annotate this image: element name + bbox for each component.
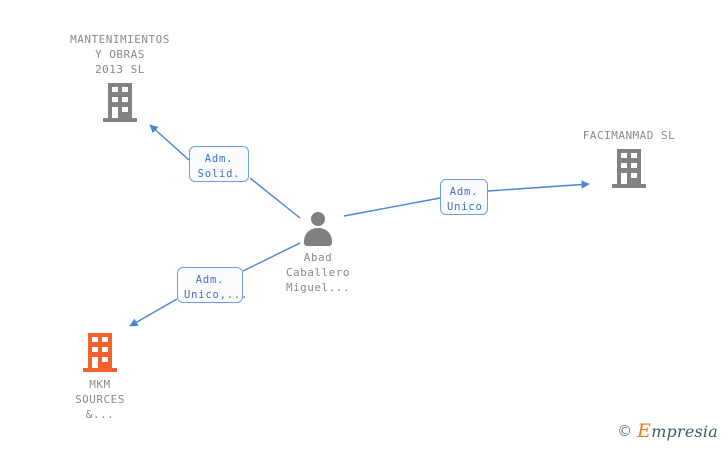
company-building-icon [83,333,117,373]
node-label-facimanmad: FACIMANMAD SL [582,129,676,142]
brand-name: Empresia [637,420,718,442]
edge-label-adm-solid[interactable]: Adm. Solid. [189,146,249,182]
edge-arrow-mkm [129,298,178,327]
edge-line-facimanmad [343,197,441,217]
node-facimanmad[interactable]: FACIMANMAD SL [554,128,704,189]
node-mkm[interactable]: MKM SOURCES &... [25,333,175,422]
node-label-mkm: MKM SOURCES &... [75,378,125,421]
node-person[interactable]: Abad Caballero Miguel... [243,212,393,295]
edge-label-adm-unico[interactable]: Adm. Unico [440,179,488,215]
company-building-icon [612,149,646,189]
company-building-icon [103,83,137,123]
copyright-icon: © [617,422,633,440]
watermark: © Empresia [617,420,718,442]
edge-label-adm-unico-mas[interactable]: Adm. Unico,... [177,267,247,303]
brand-initial: E [637,420,652,442]
edge-arrow-facimanmad [487,180,590,192]
node-mantenimientos[interactable]: MANTENIMIENTOS Y OBRAS 2013 SL [45,32,195,123]
edge-line-mantenimientos [249,177,301,219]
edge-arrow-mantenimientos [149,124,190,161]
node-label-person: Abad Caballero Miguel... [285,251,351,294]
edge-line-mkm [242,242,301,272]
person-icon [300,212,336,246]
brand-rest: mpresia [651,422,718,441]
node-label-mantenimientos: MANTENIMIENTOS Y OBRAS 2013 SL [70,33,170,76]
